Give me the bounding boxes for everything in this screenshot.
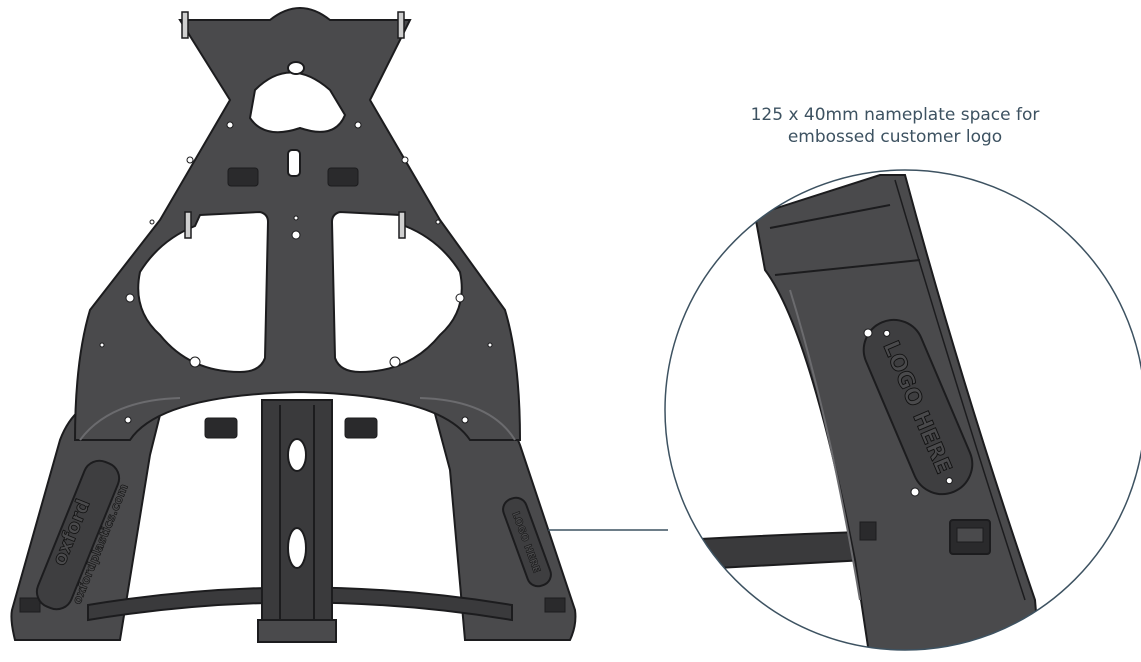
callout-label: 125 x 40mm nameplate space for embossed … <box>690 104 1100 148</box>
zoom-circle-border <box>664 169 1141 651</box>
logo-plate-small: LOGO HERE <box>502 496 552 588</box>
top-cutout <box>248 71 347 134</box>
top-hole <box>287 61 305 75</box>
right-foot-clip <box>544 597 566 613</box>
right-cutout <box>330 210 463 374</box>
callout-line-1: 125 x 40mm nameplate space for <box>750 105 1040 125</box>
central-column <box>261 399 333 641</box>
mounting-posts <box>181 11 406 239</box>
mounting-holes <box>99 121 493 424</box>
column-hole-upper <box>287 438 307 472</box>
recess-right-lower <box>344 417 378 439</box>
recess-left-upper <box>227 167 259 187</box>
callout-line-2: embossed customer logo <box>787 127 1003 147</box>
center-slot <box>287 149 301 177</box>
bottom-crossbar <box>87 586 513 622</box>
left-foot-clip <box>19 597 41 613</box>
stand-frame: oxford oxfordplastics.com LOGO HERE <box>10 6 577 643</box>
recess-left-lower <box>204 417 238 439</box>
column-base <box>257 619 337 643</box>
zoom-detail: LOGO HERE <box>664 169 1141 651</box>
recess-right-upper <box>327 167 359 187</box>
column-hole-lower <box>287 527 307 569</box>
